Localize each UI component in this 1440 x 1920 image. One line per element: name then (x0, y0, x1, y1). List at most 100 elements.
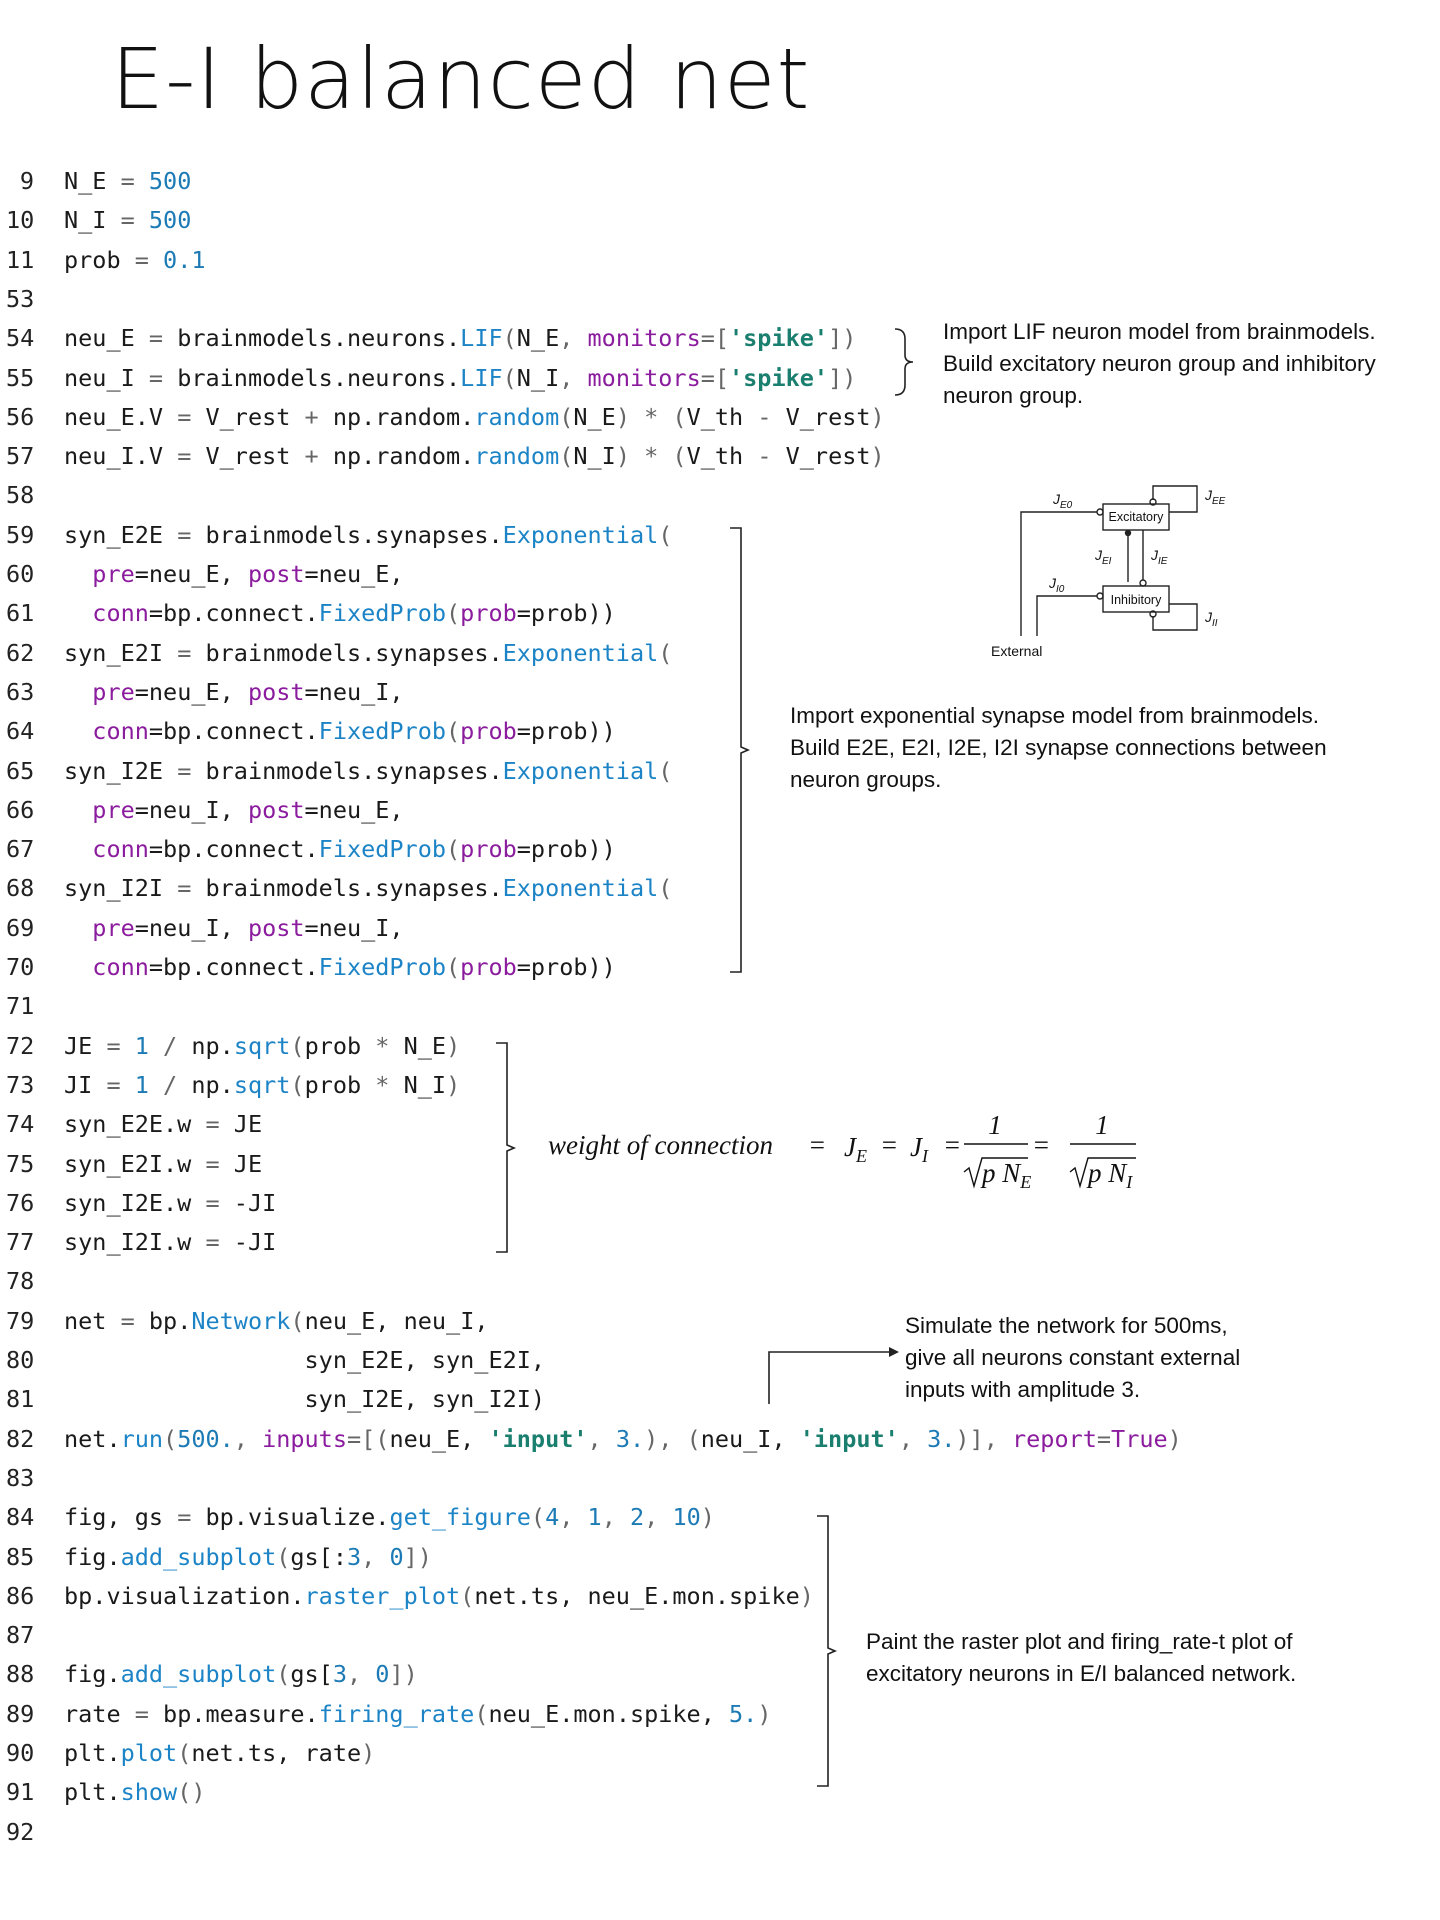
code-token: =bp.connect. (148, 835, 319, 864)
inhibitory-label: Inhibitory (1111, 593, 1162, 607)
code-token: 0 (389, 1542, 404, 1571)
line-number: 65 (6, 756, 35, 785)
code-token: 1 (587, 1503, 602, 1532)
code-token: neu_I, (700, 1424, 800, 1453)
line-number: 80 (6, 1346, 35, 1374)
code-token: ( (290, 1070, 305, 1099)
code-token: ) (870, 442, 885, 471)
code-token: -JI (233, 1188, 277, 1217)
code-text: fig.add_subplot(gs[:3, 0]) (64, 1540, 432, 1574)
code-token: 3 (332, 1660, 347, 1689)
formula-space-1 (996, 1158, 1003, 1188)
code-token: + (290, 442, 333, 471)
code-token: JE (233, 1110, 263, 1139)
code-token: ( (502, 324, 517, 353)
code-token: N_E (516, 324, 560, 353)
line-number: 87 (6, 1621, 35, 1650)
code-token: ( (276, 1542, 291, 1571)
code-token: ( (290, 1306, 305, 1335)
code-token: = (163, 520, 206, 549)
code-token: ( (163, 1424, 178, 1453)
code-token: 3 (346, 1542, 362, 1571)
code-token: add_subplot (120, 1542, 277, 1571)
code-token: = (106, 167, 149, 195)
excitatory-label: Excitatory (1109, 510, 1165, 524)
code-token: FixedProb (318, 717, 447, 746)
code-token: = (163, 1503, 206, 1532)
line-number: 75 (6, 1149, 35, 1178)
ji0-j: J (1048, 575, 1057, 591)
code-token: 0.1 (163, 245, 206, 274)
code-token: ( (658, 756, 673, 785)
code-token: ( (446, 599, 461, 628)
code-text: N_E = 500 (64, 164, 191, 198)
code-token: - (743, 402, 786, 431)
code-token: 500. (177, 1424, 234, 1453)
note-lif-line-2: Build excitatory neuron group and inhibi… (943, 351, 1376, 376)
code-token: 500 (148, 167, 192, 195)
code-token: post (247, 913, 305, 942)
code-token: =prob)) (516, 953, 616, 981)
code-text: JE = 1 / np.sqrt(prob * N_E) (64, 1029, 460, 1063)
code-token: ( (658, 520, 673, 549)
code-token: =neu_E, (304, 795, 404, 824)
code-token: ( (276, 1660, 291, 1689)
code-token: post (247, 677, 305, 706)
code-token: =bp.connect. (148, 599, 319, 628)
code-token: True (1111, 1424, 1168, 1453)
note-plot-line-1: Paint the raster plot and firing_rate-t … (866, 1629, 1293, 1654)
code-token: conn (92, 717, 149, 746)
code-token: JE (233, 1149, 263, 1178)
code-token: neu_E.V (64, 402, 164, 431)
code-token: ( (559, 442, 574, 471)
code-text: plt.show() (64, 1775, 205, 1809)
jie-label: JIE (1150, 547, 1168, 567)
code-token: ( (177, 1739, 192, 1767)
note-lif: Import LIF neuron model from brainmodels… (943, 316, 1376, 412)
code-token: = (163, 874, 206, 903)
code-text: rate = bp.measure.firing_rate(neu_E.mon.… (64, 1697, 771, 1731)
jie-sub: IE (1158, 556, 1168, 567)
code-token: syn_I2I (64, 874, 164, 903)
code-token: , (559, 324, 588, 353)
code-token: ), ( (644, 1424, 701, 1453)
code-token: , (644, 1503, 673, 1532)
code-token: , (361, 1542, 390, 1571)
code-text: syn_E2E.w = JE (64, 1107, 262, 1141)
ji0-sub: I0 (1056, 584, 1065, 595)
code-token: conn (92, 835, 149, 864)
code-token: = (191, 1188, 234, 1217)
code-token: =prob)) (516, 835, 616, 864)
code-token: brainmodels.synapses. (205, 638, 503, 667)
line-number: 61 (6, 599, 35, 628)
code-token: FixedProb (318, 835, 447, 864)
code-token: bp.visualization. (64, 1581, 305, 1610)
inhibitory-box (1102, 585, 1170, 613)
code-token: ( (658, 874, 673, 903)
code-token: = (1096, 1424, 1112, 1453)
code-token: = (92, 1031, 135, 1060)
code-text: conn=bp.connect.FixedProb(prob=prob)) (64, 714, 616, 748)
formula-p-2: p (1086, 1158, 1102, 1188)
code-token: ) (757, 1699, 772, 1728)
code-token: - (743, 442, 786, 471)
code-token: ) (799, 1581, 814, 1610)
code-token: pre (92, 677, 135, 706)
code-token: neu_I.V (64, 442, 164, 471)
arrow-simulate (768, 1347, 899, 1404)
code-token: =neu_I, (134, 795, 248, 824)
code-token: rate (64, 1699, 121, 1728)
code-token: 1 (134, 1031, 149, 1060)
code-token: JI (64, 1070, 93, 1099)
line-number: 57 (6, 442, 35, 471)
code-token: neu_E (64, 324, 135, 353)
code-token: () (177, 1778, 206, 1807)
formula-eq-4: = (1032, 1130, 1050, 1160)
code-token: V_th (686, 402, 744, 431)
formula-ne: N (1001, 1158, 1022, 1188)
code-token: inputs (262, 1424, 347, 1453)
code-token: = (163, 638, 206, 667)
code-token: show (120, 1778, 178, 1807)
code-token: , (559, 363, 588, 392)
line-number: 68 (6, 874, 35, 903)
